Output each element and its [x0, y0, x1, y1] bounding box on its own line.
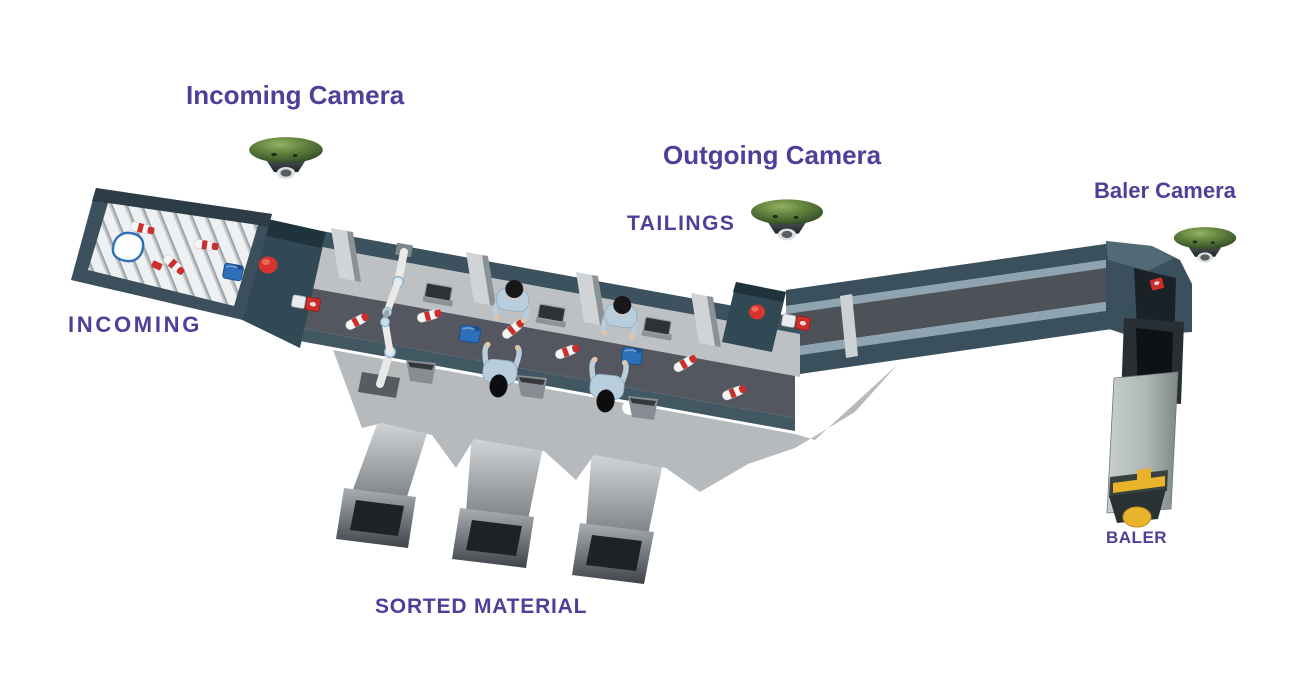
- robot-arm: [381, 242, 413, 325]
- baler-camera-label: Baler Camera: [1094, 178, 1236, 203]
- outgoing-camera-icon: [751, 199, 823, 241]
- incoming-label: INCOMING: [68, 312, 203, 337]
- incoming-camera-icon: [249, 137, 323, 179]
- baler-camera-icon: [1173, 227, 1237, 263]
- sorted-material-chutes: [336, 416, 664, 584]
- station-dividers: [331, 228, 721, 347]
- outgoing-transition-box: [722, 282, 812, 352]
- tailings-label: TAILINGS: [627, 212, 736, 235]
- sorting-bin: [517, 375, 547, 399]
- robot-arm: [358, 317, 400, 398]
- sorting-bin: [628, 396, 658, 420]
- baler-knob: [1122, 506, 1152, 528]
- red-button: [749, 304, 765, 320]
- sorting-bin: [406, 360, 436, 384]
- sorted-material-label: SORTED MATERIAL: [375, 595, 588, 618]
- plastic-bag: [111, 231, 145, 263]
- sorting-belt: [283, 283, 795, 418]
- chute: [466, 432, 544, 520]
- incoming-conveyor: [71, 188, 272, 320]
- red-button: [258, 256, 278, 274]
- conveyor-support-post: [840, 294, 858, 358]
- incoming-camera-label: Incoming Camera: [186, 80, 405, 110]
- baler-label: BALER: [1106, 528, 1168, 547]
- chute: [352, 416, 430, 500]
- outgoing-conveyor: [786, 243, 1112, 376]
- chute: [586, 448, 664, 535]
- outgoing-camera-label: Outgoing Camera: [663, 140, 882, 170]
- baler-machine: [1106, 318, 1184, 528]
